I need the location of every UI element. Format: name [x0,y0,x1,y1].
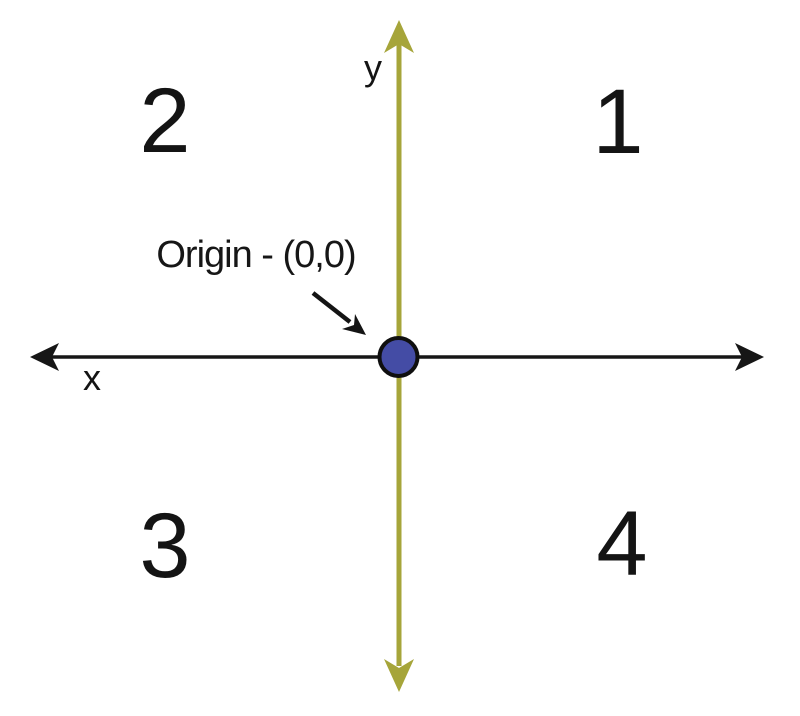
origin-pointer-line [311,291,352,324]
quadrant-4-label: 4 [596,493,648,595]
x-axis-arrowhead-left-icon [30,343,59,371]
origin-label: Origin - (0,0) [156,234,356,276]
origin-pointer-arrow [311,291,366,335]
quadrant-3-label: 3 [139,495,191,597]
y-axis-label: y [364,47,382,88]
x-axis-arrowhead-right-icon [735,343,764,371]
origin-pointer-arrowhead-icon [342,314,366,335]
quadrant-2-label: 2 [139,70,191,172]
origin-point [377,336,420,378]
x-axis-label: x [83,357,101,398]
y-axis-arrowhead-down-icon [384,659,414,692]
quadrant-1-label: 1 [592,71,644,173]
y-axis-arrowhead-up-icon [384,20,414,53]
